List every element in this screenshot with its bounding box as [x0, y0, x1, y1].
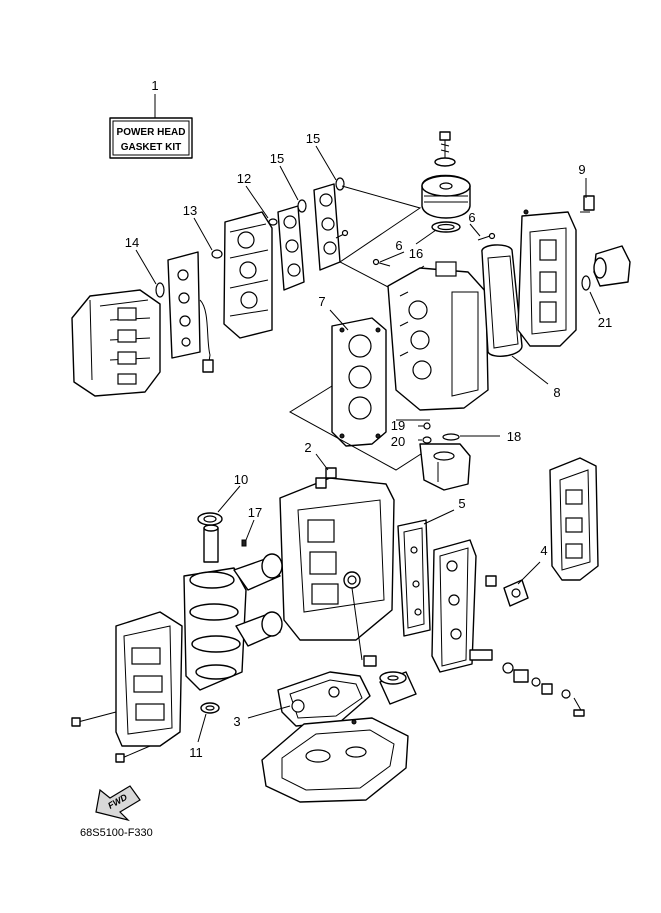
- callout-11: 11: [189, 745, 203, 760]
- pin-17-part: [241, 539, 247, 547]
- bolt-left-lower-part: [115, 745, 151, 763]
- plug-2-part: [315, 467, 337, 489]
- exhaust-plate-part: [431, 539, 477, 673]
- callout-10: 10: [234, 472, 248, 487]
- callout-labels: 1 15 15 12 13 14 7 6 6 16 9 21 8 19 20 1…: [125, 78, 612, 760]
- callout-19: 19: [391, 418, 405, 433]
- callout-6a: 6: [395, 238, 402, 253]
- bolt-left-upper-part: [71, 711, 117, 727]
- callout-4: 4: [540, 543, 547, 558]
- crankcase-block-part: [279, 477, 395, 641]
- gasket-kit-label-box: POWER HEAD GASKET KIT: [109, 94, 193, 159]
- head-gasket-7-part: [331, 317, 387, 447]
- oil-filter-part: [379, 671, 417, 705]
- cover-gasket-13-part: [167, 251, 214, 373]
- crankshaft-part: [183, 524, 247, 691]
- kit-label-line1: POWER HEAD: [117, 127, 186, 138]
- crankcase-cover-part: [115, 611, 183, 747]
- sensor-9-part: [580, 195, 595, 213]
- pump-housing-part: [419, 443, 471, 491]
- gasket-15a-part: [277, 205, 305, 291]
- bottom-plate-part: [261, 717, 409, 803]
- piston-upper-part: [233, 553, 283, 591]
- callout-17: 17: [248, 505, 262, 520]
- oil-seal-11-part: [200, 702, 220, 714]
- far-right-cover-part: [549, 457, 599, 581]
- callout-14: 14: [125, 235, 139, 250]
- fitting-4-part: [485, 575, 529, 607]
- piston-lower-part: [235, 611, 283, 647]
- diagram-code: 68S5100-F330: [80, 827, 153, 839]
- fastener-row-part: [469, 649, 585, 717]
- callout-15b: 15: [270, 151, 284, 166]
- callout-7: 7: [318, 294, 325, 309]
- callout-6b: 6: [468, 210, 475, 225]
- bolt-small-part: [335, 229, 349, 239]
- callout-8: 8: [553, 385, 560, 400]
- bolt-6b-part: [477, 232, 496, 241]
- callout-16: 16: [409, 246, 423, 261]
- o-ring-12-part: [268, 218, 278, 226]
- callout-15a: 15: [306, 131, 320, 146]
- o-ring-20-part: [422, 436, 432, 444]
- cylinder-block-upper-part: [387, 261, 489, 411]
- callout-1: 1: [151, 78, 158, 93]
- o-ring-14-part: [155, 282, 165, 298]
- fwd-arrow-icon: FWD: [95, 785, 141, 822]
- right-cover-plate-part: [517, 209, 577, 347]
- guide-line-middle: [289, 385, 430, 471]
- o-ring-21-part: [581, 275, 591, 291]
- gasket-3-part: [277, 671, 371, 727]
- callout-9: 9: [578, 162, 585, 177]
- o-ring-15b-part: [335, 177, 345, 191]
- kit-label-line2: GASKET KIT: [121, 142, 182, 153]
- o-ring-19-part: [423, 422, 431, 430]
- gasket-5-part: [397, 519, 431, 637]
- flywheel-bolt-part: [434, 131, 456, 167]
- o-ring-15a-part: [297, 199, 307, 213]
- gasket-15b-part: [313, 183, 341, 271]
- callout-20: 20: [391, 434, 405, 449]
- flywheel-part: [421, 174, 471, 219]
- bolt-6a-part: [372, 258, 391, 267]
- head-cover-part: [71, 289, 161, 397]
- callout-3: 3: [233, 714, 240, 729]
- o-ring-18-part: [442, 433, 460, 441]
- callout-2: 2: [304, 440, 311, 455]
- o-ring-13-part: [211, 249, 223, 259]
- callout-21: 21: [598, 315, 612, 330]
- oil-seal-10-part: [197, 512, 223, 526]
- callout-5: 5: [458, 496, 465, 511]
- leader-lines: [135, 145, 601, 743]
- callout-12: 12: [237, 171, 251, 186]
- oil-pump-fitting-part: [351, 587, 377, 667]
- manifold-block-part: [223, 211, 273, 339]
- thermostat-housing-part: [593, 245, 631, 287]
- callout-13: 13: [183, 203, 197, 218]
- oil-seal-16-part: [431, 221, 461, 233]
- callout-18: 18: [507, 429, 521, 444]
